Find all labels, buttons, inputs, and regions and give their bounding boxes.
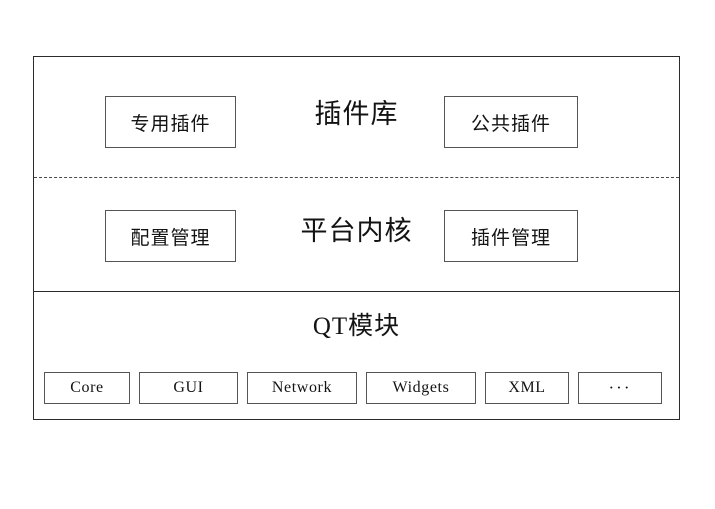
component-label-plugin-management: 插件管理 <box>470 227 551 249</box>
component-box-dedicated-plugin[interactable]: 专用插件 <box>105 96 236 148</box>
qt-module-box-widgets[interactable]: Widgets <box>366 372 476 404</box>
component-label-dedicated-plugin: 专用插件 <box>130 113 211 135</box>
component-box-common-plugin[interactable]: 公共插件 <box>444 96 578 148</box>
qt-module-label-network: Network <box>271 379 333 396</box>
component-label-configuration-management: 配置管理 <box>130 227 211 249</box>
qt-module-strip: Core GUI Network Widgets XML ··· <box>44 372 671 404</box>
qt-module-label-gui: GUI <box>173 379 204 396</box>
qt-module-label-xml: XML <box>508 379 546 396</box>
qt-module-box-network[interactable]: Network <box>247 372 357 404</box>
component-label-common-plugin: 公共插件 <box>470 113 551 135</box>
layer-title-qt-modules: QT模块 <box>312 313 401 340</box>
qt-module-label-core: Core <box>70 379 104 396</box>
layer-qt-modules: QT模块 Core GUI Network Widgets XML ··· <box>34 291 679 419</box>
qt-module-label-widgets: Widgets <box>392 379 450 396</box>
component-box-configuration-management[interactable]: 配置管理 <box>105 210 236 262</box>
qt-module-label-more: ··· <box>608 378 632 397</box>
architecture-diagram: 插件库 专用插件 公共插件 平台内核 配置管理 插件管理 QT模块 Core G… <box>33 56 680 420</box>
qt-module-box-more[interactable]: ··· <box>578 372 662 404</box>
layer-platform-kernel: 平台内核 配置管理 插件管理 <box>34 177 679 291</box>
qt-module-box-xml[interactable]: XML <box>485 372 569 404</box>
layer-plugin-library: 插件库 专用插件 公共插件 <box>34 57 679 177</box>
layer-title-platform-kernel: 平台内核 <box>300 216 413 246</box>
qt-module-box-gui[interactable]: GUI <box>139 372 238 404</box>
qt-module-box-core[interactable]: Core <box>44 372 130 404</box>
component-box-plugin-management[interactable]: 插件管理 <box>444 210 578 262</box>
layer-title-plugin-library: 插件库 <box>314 99 399 129</box>
